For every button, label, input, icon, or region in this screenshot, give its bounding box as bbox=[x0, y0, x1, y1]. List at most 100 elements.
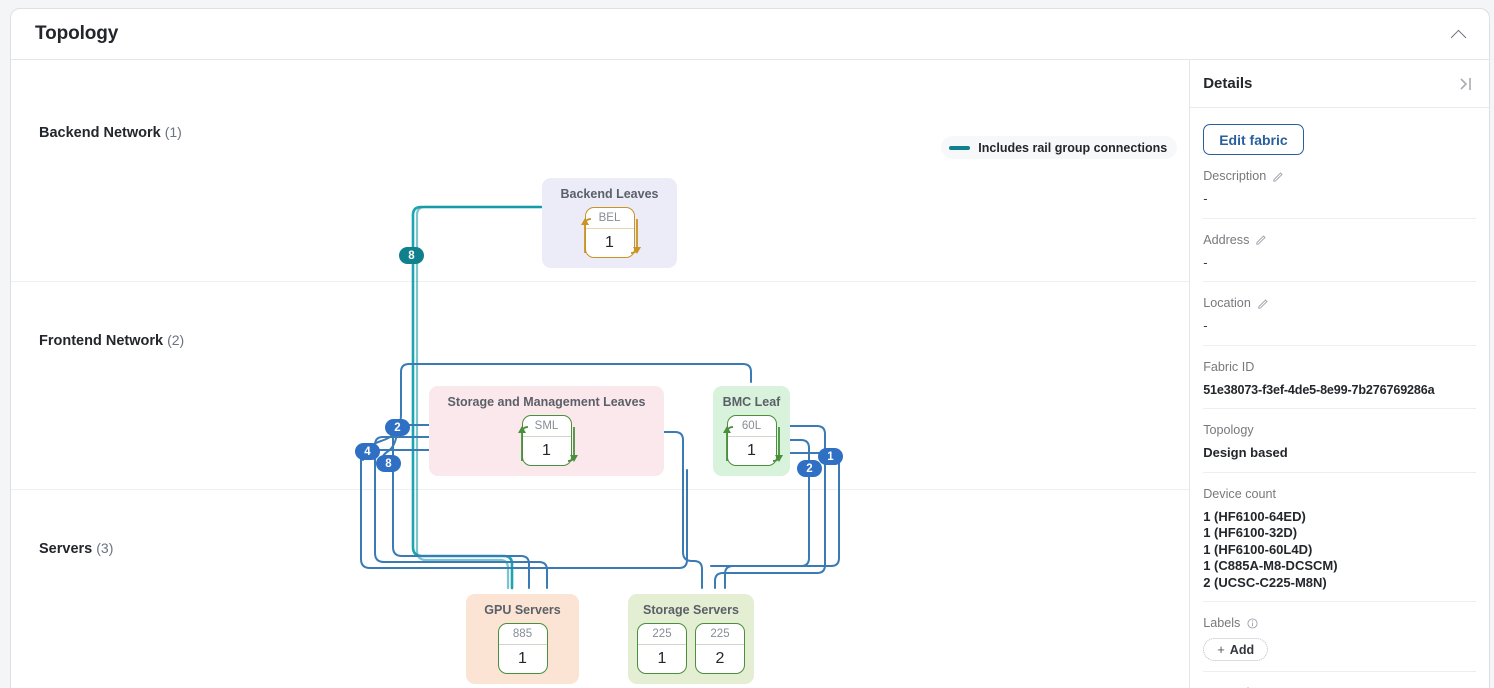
device-count-item: 1 (HF6100-60L4D) bbox=[1203, 541, 1313, 557]
device-count-list: 1 (HF6100-64ED) 1 (HF6100-32D) 1 (HF6100… bbox=[1203, 509, 1476, 592]
field-topology: Topology Design based bbox=[1203, 409, 1476, 473]
details-title: Details bbox=[1203, 75, 1253, 92]
section-label-servers: Servers (3) bbox=[39, 540, 113, 557]
device-node-225-2[interactable]: 225 2 bbox=[695, 623, 745, 674]
field-value: - bbox=[1203, 254, 1208, 270]
node-model: SML bbox=[522, 416, 571, 437]
node-index: 1 bbox=[542, 442, 551, 459]
field-label: Topology bbox=[1203, 423, 1254, 437]
field-label-row: Description bbox=[1203, 169, 1476, 183]
legend-swatch-rail-group bbox=[949, 145, 971, 150]
edit-fabric-button[interactable]: Edit fabric bbox=[1203, 124, 1304, 155]
device-count-item: 1 (HF6100-32D) bbox=[1203, 525, 1298, 540]
device-node-885-1[interactable]: 885 1 bbox=[497, 623, 548, 674]
node-index: 1 bbox=[657, 650, 667, 667]
section-name: Backend Network bbox=[39, 125, 161, 141]
legend: Includes rail group connections bbox=[941, 136, 1178, 159]
details-panel: Details Edit fabric Description bbox=[1190, 60, 1489, 688]
details-header: Details bbox=[1190, 60, 1489, 108]
field-value: - bbox=[1203, 318, 1208, 333]
field-label-row: Location bbox=[1203, 296, 1476, 310]
edit-pencil-icon[interactable] bbox=[1256, 234, 1267, 245]
edit-pencil-icon[interactable] bbox=[1258, 298, 1269, 309]
link-count-badge[interactable]: 2 bbox=[385, 419, 410, 436]
field-label-row: Annotations bbox=[1203, 686, 1476, 688]
collapse-card-button[interactable] bbox=[1445, 23, 1471, 47]
group-title: BMC Leaf bbox=[722, 395, 781, 409]
group-title: GPU Servers bbox=[484, 603, 561, 617]
section-count: (3) bbox=[96, 540, 114, 556]
field-location: Location - bbox=[1203, 282, 1476, 346]
chevron-up-icon bbox=[1450, 29, 1466, 45]
link-count-badge[interactable]: 2 bbox=[797, 460, 822, 477]
section-label-backend-network: Backend Network (1) bbox=[39, 124, 182, 141]
add-label-text: Add bbox=[1229, 642, 1255, 657]
section-divider bbox=[11, 489, 1190, 490]
group-storage-management-leaves[interactable]: Storage and Management Leaves SML 1 bbox=[429, 386, 664, 476]
link-count-badge[interactable]: 8 bbox=[376, 455, 401, 472]
group-nodes: 225 1 225 2 bbox=[637, 623, 745, 674]
field-device-count: Device count 1 (HF6100-64ED) 1 (HF6100-3… bbox=[1203, 473, 1476, 602]
group-backend-leaves[interactable]: Backend Leaves BEL 1 bbox=[542, 178, 677, 268]
node-model: 885 bbox=[498, 624, 547, 645]
field-value: 51e38073-f3ef-4de5-8e99-7b276769286a bbox=[1203, 382, 1435, 397]
card-header: Topology bbox=[11, 9, 1489, 60]
field-label: Location bbox=[1203, 296, 1251, 310]
device-count-item: 2 (UCSC-C225-M8N) bbox=[1203, 574, 1327, 590]
group-nodes: BEL 1 bbox=[584, 207, 635, 258]
group-storage-servers[interactable]: Storage Servers 225 1 225 2 bbox=[628, 594, 754, 684]
device-node-sml-1[interactable]: SML 1 bbox=[521, 415, 572, 466]
group-nodes: 60L 1 bbox=[726, 415, 777, 466]
field-label-row: Address bbox=[1203, 233, 1476, 247]
section-name: Servers bbox=[39, 541, 93, 557]
node-model: 225 bbox=[696, 624, 744, 645]
node-index: 2 bbox=[715, 650, 725, 667]
field-value: Design based bbox=[1203, 445, 1288, 460]
body-split: Backend Network (1) Frontend Network (2)… bbox=[11, 60, 1489, 688]
topology-card: Topology Backend Network (1) Frontend Ne… bbox=[10, 8, 1490, 688]
node-model: 225 bbox=[638, 624, 686, 645]
field-label-row: Labels bbox=[1203, 616, 1476, 630]
field-label-row: Fabric ID bbox=[1203, 360, 1476, 374]
group-title: Storage and Management Leaves bbox=[447, 395, 646, 409]
group-title: Storage Servers bbox=[643, 603, 739, 617]
link-count-badge[interactable]: 1 bbox=[818, 448, 843, 465]
details-body: Edit fabric Description - bbox=[1190, 108, 1489, 688]
node-index: 1 bbox=[747, 442, 756, 459]
device-count-item: 1 (HF6100-64ED) bbox=[1203, 508, 1306, 524]
collapse-panel-icon[interactable] bbox=[1457, 76, 1475, 92]
group-bmc-leaf[interactable]: BMC Leaf 60L 1 bbox=[713, 386, 790, 476]
field-label: Fabric ID bbox=[1203, 359, 1255, 374]
legend-label: Includes rail group connections bbox=[978, 140, 1168, 155]
node-index: 1 bbox=[605, 234, 614, 251]
link-count-badge[interactable]: 4 bbox=[355, 443, 380, 460]
topology-canvas[interactable]: Backend Network (1) Frontend Network (2)… bbox=[11, 60, 1191, 688]
section-label-frontend-network: Frontend Network (2) bbox=[39, 332, 184, 349]
info-icon[interactable] bbox=[1247, 617, 1258, 629]
edit-pencil-icon[interactable] bbox=[1273, 171, 1284, 182]
field-label: Labels bbox=[1203, 616, 1241, 630]
field-label: Description bbox=[1203, 169, 1267, 183]
device-count-item: 1 (C885A-M8-DCSCM) bbox=[1203, 558, 1338, 573]
section-name: Frontend Network bbox=[39, 333, 164, 349]
group-gpu-servers[interactable]: GPU Servers 885 1 bbox=[466, 594, 579, 684]
device-node-225-1[interactable]: 225 1 bbox=[637, 623, 687, 674]
field-label-row: Device count bbox=[1203, 487, 1476, 501]
field-value: - bbox=[1203, 191, 1208, 206]
field-label: Annotations bbox=[1203, 686, 1270, 688]
plus-icon: + bbox=[1217, 642, 1225, 657]
field-label: Address bbox=[1203, 232, 1250, 247]
field-description: Description - bbox=[1203, 155, 1476, 219]
node-model: BEL bbox=[585, 208, 634, 229]
device-node-bel-1[interactable]: BEL 1 bbox=[584, 207, 635, 258]
node-index: 1 bbox=[518, 650, 527, 667]
device-node-60l-1[interactable]: 60L 1 bbox=[726, 415, 777, 466]
page-title: Topology bbox=[35, 23, 119, 44]
section-count: (2) bbox=[167, 332, 185, 348]
link-count-badge[interactable]: 8 bbox=[399, 247, 424, 264]
add-label-button[interactable]: + Add bbox=[1203, 638, 1269, 661]
group-nodes: 885 1 bbox=[497, 623, 548, 674]
group-title: Backend Leaves bbox=[560, 187, 659, 201]
field-fabric-id: Fabric ID 51e38073-f3ef-4de5-8e99-7b2767… bbox=[1203, 346, 1476, 409]
